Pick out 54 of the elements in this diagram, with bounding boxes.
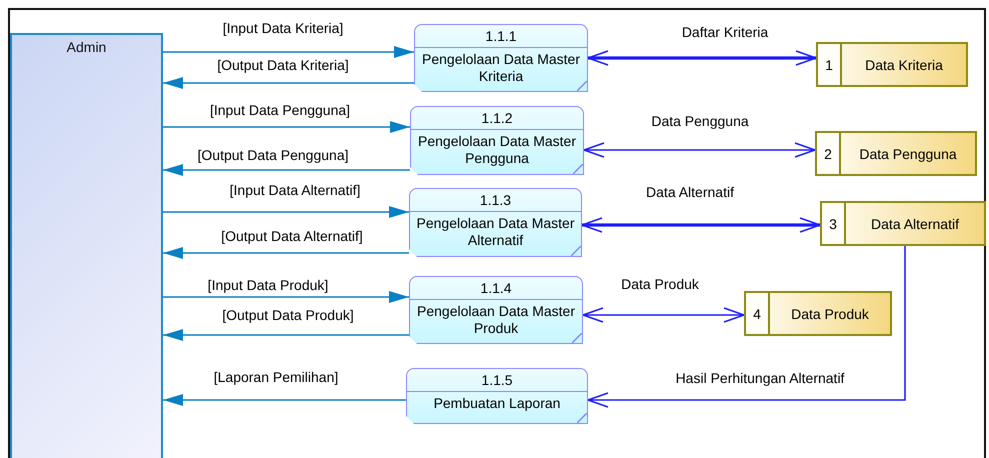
process-name: Pembuatan Laporan [434, 395, 560, 411]
process-number: 1.1.3 [480, 192, 512, 208]
store-name: Data Produk [791, 306, 869, 322]
data-store [815, 131, 977, 176]
edge-label: Data Produk [619, 276, 701, 292]
edge-label: [Output Data Pengguna] [196, 147, 350, 163]
data-flow-arrow [163, 121, 410, 133]
data-flow-arrow [163, 329, 409, 341]
data-flow-arrow [583, 142, 816, 158]
edge-label: [Input Data Alternatif] [228, 182, 362, 198]
data-store [816, 42, 968, 87]
process-box [409, 188, 582, 257]
store-name: Data Kriteria [865, 56, 943, 72]
process-box [409, 276, 583, 344]
data-flow-arrow [163, 394, 406, 406]
data-flow-arrow [163, 206, 409, 218]
data-flow-arrow [163, 247, 409, 259]
edge-label: [Output Data Produk] [220, 307, 356, 323]
process-name: Pengelolaan Data Master Produk [417, 303, 575, 336]
store-name: Data Alternatif [871, 216, 959, 232]
process-name: Pengelolaan Data Master Kriteria [422, 51, 580, 84]
data-flow-arrow [163, 291, 409, 303]
process-box [410, 106, 584, 175]
process-name: Pengelolaan Data Master Pengguna [418, 133, 576, 166]
process-number: 1.1.5 [481, 372, 513, 388]
edge-label: [Output Data Kriteria] [215, 57, 351, 73]
store-number: 2 [824, 146, 832, 162]
entity-name: Admin [66, 38, 108, 55]
data-store [744, 291, 892, 336]
edge-label: [Input Data Produk] [206, 277, 330, 293]
store-number: 3 [829, 216, 837, 232]
store-number: 1 [825, 56, 833, 72]
data-flow-arrow [163, 77, 414, 89]
process-box [406, 368, 588, 424]
data-flow-arrow [587, 246, 906, 408]
external-entity-box [10, 33, 163, 458]
store-number: 4 [753, 306, 761, 322]
data-flow-arrow [581, 217, 821, 233]
data-flow-arrow [587, 50, 817, 66]
process-name: Pengelolaan Data Master Alternatif [416, 215, 574, 248]
store-name: Data Pengguna [859, 146, 957, 162]
edge-label: [Input Data Kriteria] [220, 20, 346, 36]
process-number: 1.1.4 [480, 280, 512, 296]
data-flow-arrow [163, 46, 414, 58]
edge-label: Hasil Perhitungan Alternatif [674, 370, 846, 386]
data-store [820, 201, 986, 246]
process-number: 1.1.2 [481, 110, 513, 126]
process-number: 1.1.1 [485, 28, 517, 44]
process-box [414, 24, 588, 92]
edge-label: [Output Data Alternatif] [219, 228, 365, 244]
data-flow-arrow [582, 307, 745, 323]
edge-label: Data Alternatif [644, 184, 736, 200]
edge-label: [Laporan Pemilihan] [212, 369, 340, 385]
data-flow-arrow [163, 164, 410, 176]
